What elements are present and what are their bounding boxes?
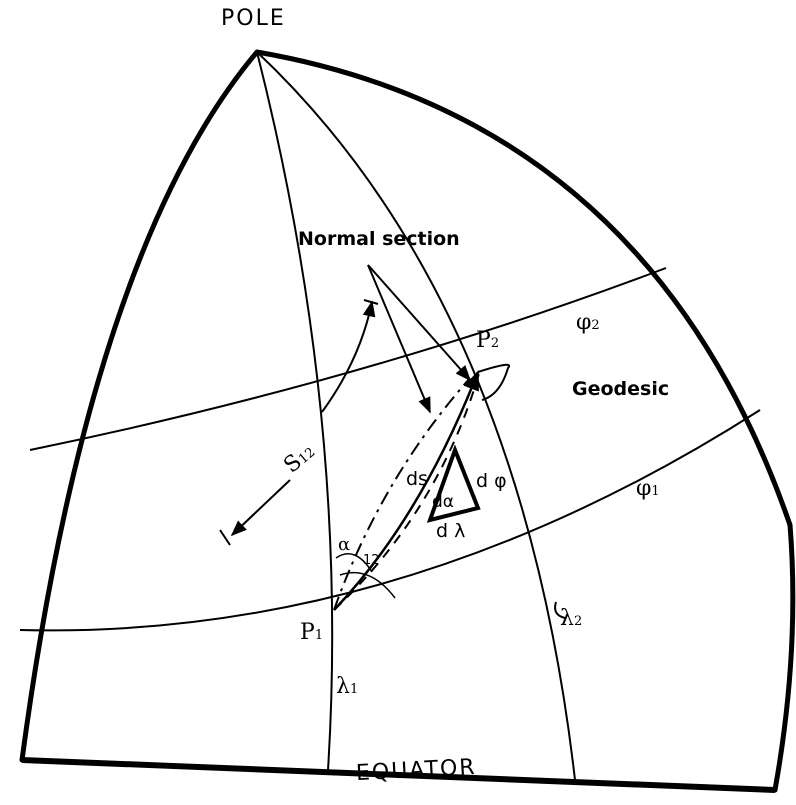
ds-label: ds [406,468,428,490]
p1-label: P1 [300,622,323,644]
parallel-phi2 [29,267,667,451]
phi1-subscript: 1 [651,484,660,499]
normal-section-arc-a [333,377,471,611]
phi1-label: φ1 [636,478,660,500]
meridian-lambda1 [256,51,334,771]
phi1-symbol: φ [636,476,652,501]
phi2-label: φ2 [576,312,600,334]
normal-section-arc-b [333,369,481,611]
equator-line [21,757,776,793]
p2-letter: P [476,328,491,353]
normal-section-label: Normal section [298,228,460,250]
normal-section-pointer-2 [367,264,472,382]
s12-tick-lower [219,529,231,546]
alpha-label: α [338,536,350,554]
p1-subscript: 1 [314,628,324,643]
sphere-outline [19,49,796,793]
alpha-symbol: α [338,534,351,555]
azimuth-arc [335,553,373,573]
pole-label: POLE [221,6,286,31]
lambda2-hook [554,601,566,619]
phi2-subscript: 2 [591,318,600,333]
dlambda-label: d λ [436,520,466,542]
dalpha-label: dα [432,492,454,512]
s12-arc [321,300,376,413]
lambda2-label: λ2 [560,608,582,630]
lambda1-symbol: λ [336,674,350,699]
s12-tick-upper [363,299,379,305]
differential-triangle [426,444,481,523]
meridian-lambda2 [256,51,576,781]
phi2-symbol: φ [576,310,592,335]
azimuth-arc-2 [339,571,396,599]
lambda1-subscript: 1 [349,682,359,697]
p2-subscript: 2 [490,336,500,351]
lambda2-subscript: 2 [573,614,583,629]
parallel-phi1 [19,409,761,632]
p1-letter: P [300,620,315,645]
alpha-subscript: 12 [363,553,380,568]
dphi-label: d φ [476,470,507,492]
lambda2-symbol: λ [560,606,574,631]
geodesic-label: Geodesic [572,378,670,400]
s12-arrow-lower [230,479,291,537]
lambda1-label: λ1 [336,676,358,698]
p2-label: P2 [476,330,499,352]
normal-section-pointer-1 [367,264,431,414]
geodesic-curve [333,370,480,611]
p2-arc [477,363,511,401]
